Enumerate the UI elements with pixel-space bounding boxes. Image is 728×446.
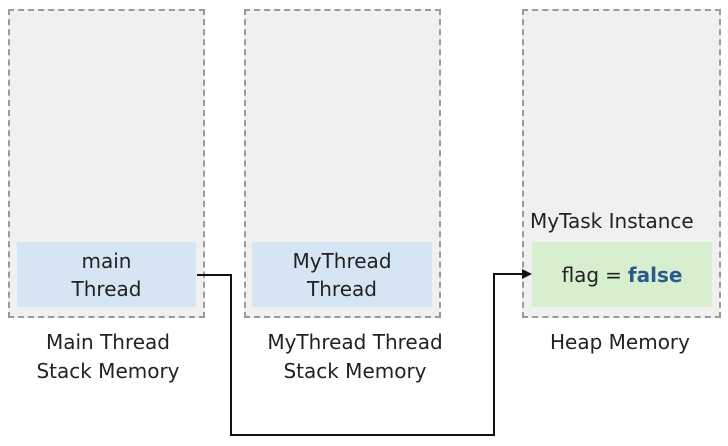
mythread-box-line-1: MyThread xyxy=(292,248,392,273)
flag-field-operator: = xyxy=(605,262,622,287)
mythread-stack-caption: MyThread Thread Stack Memory xyxy=(240,328,470,386)
main-thread-reference-box: main Thread xyxy=(17,242,196,307)
flag-field-name: flag xyxy=(561,262,600,287)
mytask-instance-label: MyTask Instance xyxy=(530,209,694,233)
mythread-box-line-2: Thread xyxy=(307,276,377,301)
main-thread-caption-line-2: Stack Memory xyxy=(36,359,180,383)
mythread-caption-line-1: MyThread Thread xyxy=(267,330,443,354)
main-thread-stack-caption: Main Thread Stack Memory xyxy=(0,328,216,386)
main-thread-caption-line-1: Main Thread xyxy=(45,330,171,354)
mythread-reference-box: MyThread Thread xyxy=(252,242,432,307)
flag-field-value: false xyxy=(627,262,683,287)
heap-caption-line-1: Heap Memory xyxy=(550,330,690,354)
mytask-instance-box: flag = false xyxy=(532,242,712,307)
main-thread-box-line-1: main xyxy=(81,248,132,273)
mythread-caption-line-2: Stack Memory xyxy=(283,359,427,383)
heap-memory-caption: Heap Memory xyxy=(520,328,720,357)
main-thread-box-line-2: Thread xyxy=(71,276,142,301)
